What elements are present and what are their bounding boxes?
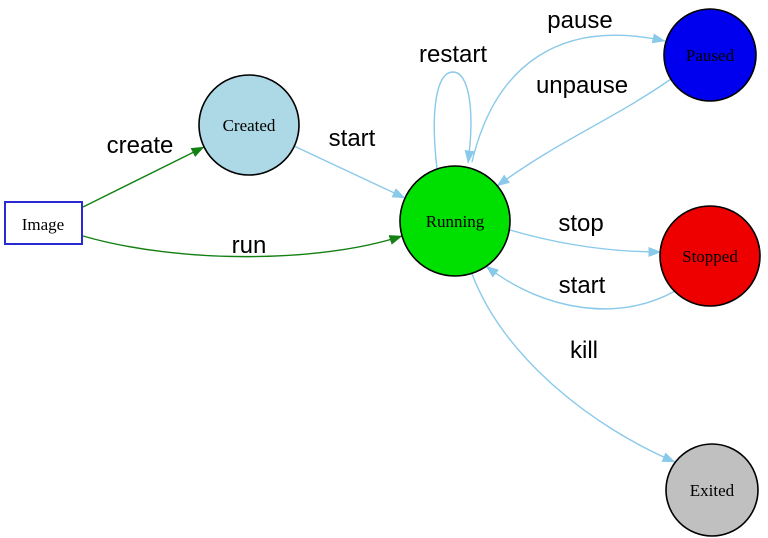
edge-unpause-label: unpause — [536, 72, 628, 99]
node-stopped: Stopped — [659, 205, 761, 307]
node-paused-label: Paused — [686, 46, 735, 65]
edge-create-label: create — [107, 132, 174, 159]
node-exited: Exited — [665, 443, 759, 537]
edge-stop-line — [509, 229, 662, 257]
node-image: Image — [4, 201, 83, 245]
node-image-label: Image — [22, 215, 64, 234]
edge-run-label: run — [232, 232, 267, 259]
node-created-circle — [198, 74, 300, 176]
edge-start2-line — [485, 265, 676, 310]
edge-pause-line — [471, 33, 666, 163]
edge-start1-label: start — [329, 125, 376, 152]
node-exited-label: Exited — [690, 481, 735, 500]
edge-kill-line — [471, 273, 676, 463]
node-running-circle — [399, 165, 511, 277]
edge-kill: kill — [471, 273, 676, 463]
edge-start2-label: start — [559, 272, 606, 299]
edge-run-line — [82, 235, 403, 258]
edge-restart-self-loop: restart — [419, 41, 487, 170]
node-running: Running — [399, 165, 511, 277]
edge-restart-label: restart — [419, 41, 487, 68]
edge-stop: stop — [509, 210, 662, 257]
node-exited-circle — [665, 443, 759, 537]
node-image-box — [4, 201, 83, 245]
edge-start-created-to-running: start — [293, 125, 406, 199]
edge-start1-line — [293, 145, 406, 199]
node-running-label: Running — [426, 212, 485, 231]
node-stopped-label: Stopped — [682, 247, 738, 266]
edge-unpause: unpause — [496, 72, 672, 187]
edge-create-line — [82, 146, 205, 208]
node-stopped-circle — [659, 205, 761, 307]
edge-stop-label: stop — [558, 210, 603, 237]
edge-unpause-line — [496, 78, 672, 187]
node-created: Created — [198, 74, 300, 176]
edge-start-stopped-to-running: start — [485, 265, 676, 310]
node-created-label: Created — [223, 116, 276, 135]
edge-restart-line — [433, 71, 475, 170]
edge-kill-label: kill — [570, 337, 598, 364]
node-paused: Paused — [663, 8, 757, 102]
edge-create: create — [82, 132, 205, 208]
edge-pause-label: pause — [547, 7, 612, 34]
edge-pause: pause — [471, 7, 666, 163]
node-paused-circle — [663, 8, 757, 102]
edge-run: run — [82, 232, 403, 259]
